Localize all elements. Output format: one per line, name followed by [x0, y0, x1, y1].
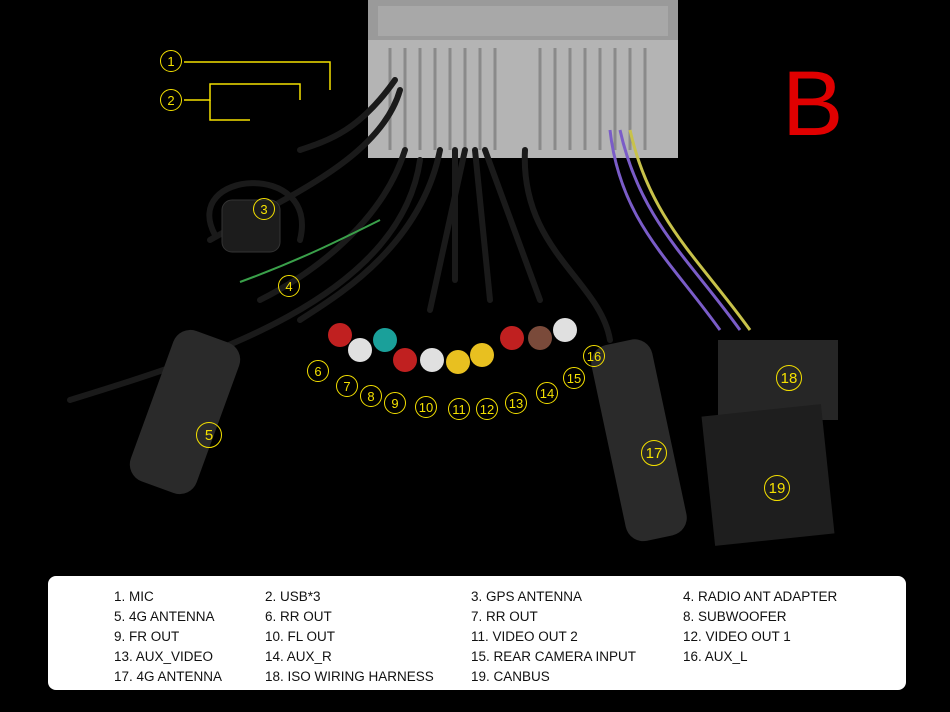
legend-item: 16. AUX_L	[683, 648, 748, 664]
legend-item: 13. AUX_VIDEO	[114, 648, 214, 664]
callout-11: 11	[448, 398, 470, 420]
legend-item: 2. USB*3	[265, 588, 321, 604]
callout-leaders	[184, 61, 331, 121]
legend-item: 1. MIC	[114, 588, 154, 604]
callout-7: 7	[336, 375, 358, 397]
legend-item: 10. FL OUT	[265, 628, 336, 644]
callout-19: 19	[764, 475, 790, 501]
callout-14: 14	[536, 382, 558, 404]
legend-item: 3. GPS ANTENNA	[471, 588, 583, 604]
callout-9: 9	[384, 392, 406, 414]
legend-item: 11. VIDEO OUT 2	[471, 628, 578, 644]
legend-item: 18. ISO WIRING HARNESS	[265, 668, 434, 684]
callout-8: 8	[360, 385, 382, 407]
callout-16: 16	[583, 345, 605, 367]
antenna-17	[591, 339, 687, 542]
legend-item: 8. SUBWOOFER	[683, 608, 787, 624]
product-photo: B 1 2 3 4 5 6 7 8 9 10 11 12 13 14 15 16…	[67, 0, 844, 546]
legend-row: 1. MIC 2. USB*3 3. GPS ANTENNA 4. RADIO …	[48, 586, 906, 606]
head-unit-chassis	[368, 0, 678, 158]
legend-row: 5. 4G ANTENNA 6. RR OUT 7. RR OUT 8. SUB…	[48, 606, 906, 626]
rca-plugs	[328, 318, 577, 374]
legend-panel: 1. MIC 2. USB*3 3. GPS ANTENNA 4. RADIO …	[48, 576, 906, 690]
callout-18: 18	[776, 365, 802, 391]
legend-item: 15. REAR CAMERA INPUT	[471, 648, 637, 664]
wiring-illustration	[67, 0, 838, 546]
legend-item: 9. FR OUT	[114, 628, 180, 644]
antenna-5	[129, 329, 241, 495]
legend-item: 12. VIDEO OUT 1	[683, 628, 791, 644]
legend-item: 14. AUX_R	[265, 648, 332, 664]
section-letter: B	[782, 53, 844, 155]
legend-item: 17. 4G ANTENNA	[114, 668, 223, 684]
callout-3: 3	[253, 198, 275, 220]
canbus-box	[701, 404, 835, 546]
legend-item: 7. RR OUT	[471, 608, 538, 624]
callout-12: 12	[476, 398, 498, 420]
callout-13: 13	[505, 392, 527, 414]
legend-item: 5. 4G ANTENNA	[114, 608, 215, 624]
callout-5: 5	[196, 422, 222, 448]
callout-4: 4	[278, 275, 300, 297]
legend-item: 4. RADIO ANT ADAPTER	[683, 588, 838, 604]
callout-17: 17	[641, 440, 667, 466]
legend-item: 6. RR OUT	[265, 608, 332, 624]
callout-10: 10	[415, 396, 437, 418]
callout-2: 2	[160, 89, 182, 111]
callout-6: 6	[307, 360, 329, 382]
legend-row: 13. AUX_VIDEO 14. AUX_R 15. REAR CAMERA …	[48, 646, 906, 666]
callout-15: 15	[563, 367, 585, 389]
legend-row: 17. 4G ANTENNA 18. ISO WIRING HARNESS 19…	[48, 666, 906, 686]
callout-1: 1	[160, 50, 182, 72]
harness-wires	[608, 129, 742, 331]
legend-item: 19. CANBUS	[471, 668, 550, 684]
legend-row: 9. FR OUT 10. FL OUT 11. VIDEO OUT 2 12.…	[48, 626, 906, 646]
